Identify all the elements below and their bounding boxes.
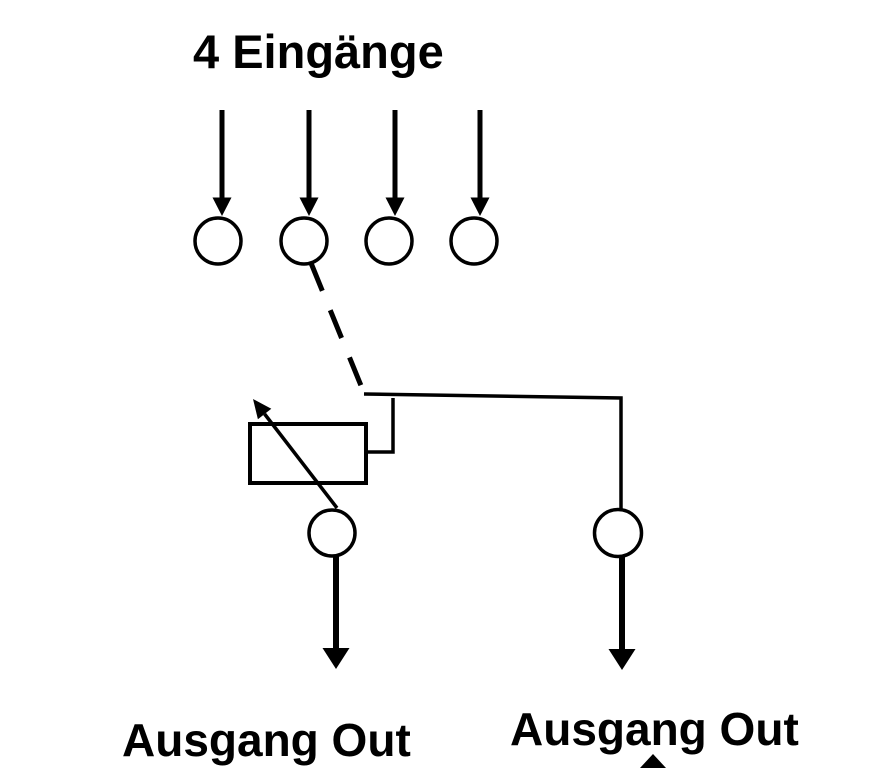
output-label-right: Ausgang Out: [510, 703, 799, 755]
cropped-up-arrowhead: [640, 754, 666, 768]
input-terminal-circle: [364, 216, 414, 266]
output-terminal-right: [592, 507, 644, 559]
output-arrow-right: [608, 556, 636, 670]
selector-wiper-dashed-line: [308, 262, 367, 394]
input-terminals: [193, 216, 499, 266]
input-terminal-circle: [279, 216, 329, 266]
output-label-left: Ausgang Out: [122, 714, 411, 766]
input-arrows: [212, 110, 490, 216]
input-terminal-circle: [449, 216, 499, 266]
wire-to-right-output: [363, 392, 623, 510]
input-arrow: [299, 110, 319, 216]
control-box: [248, 422, 368, 485]
input-arrow: [385, 110, 405, 216]
output-terminal-left: [307, 508, 357, 558]
adjustment-arrow: [253, 399, 339, 510]
wire-to-control-box: [366, 398, 395, 454]
input-arrow: [470, 110, 490, 216]
input-arrow: [212, 110, 232, 216]
input-terminal-circle: [193, 216, 243, 266]
diagram-title: 4 Eingänge: [193, 25, 444, 78]
output-arrow-left: [322, 556, 350, 669]
